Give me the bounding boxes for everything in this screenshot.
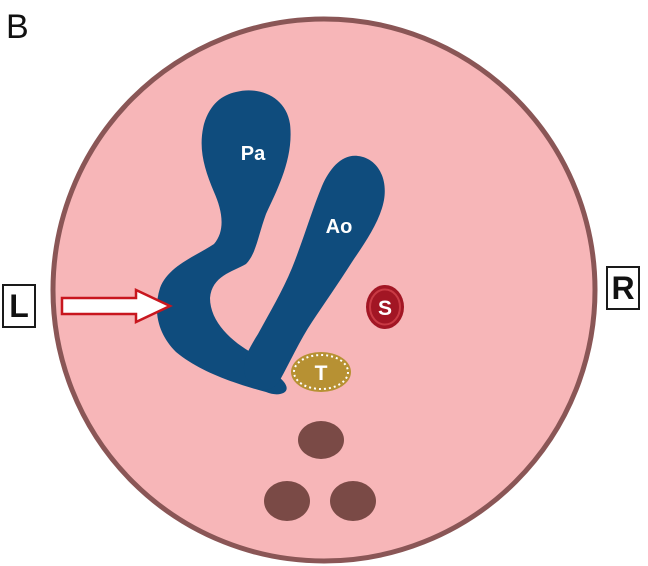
ao-label: Ao: [326, 216, 353, 238]
aorta-shape: [243, 155, 385, 390]
structure-t: [291, 352, 351, 392]
left-orientation-label: L: [2, 284, 36, 328]
paraspinal-oval-left: [264, 481, 310, 521]
t-label: T: [315, 362, 328, 385]
pa-label: Pa: [241, 143, 266, 165]
paraspinal-oval-right: [330, 481, 376, 521]
vertebral-body-oval: [298, 421, 344, 459]
right-orientation-label: R: [606, 266, 640, 310]
pulmonary-artery-shape: [156, 90, 291, 395]
left-orientation-text: L: [9, 287, 29, 324]
panel-label: B: [6, 8, 29, 46]
s-label: S: [378, 297, 392, 320]
structure-s: [366, 285, 404, 329]
hollow-arrow-right-icon: [60, 288, 173, 324]
right-orientation-text: R: [611, 269, 635, 306]
